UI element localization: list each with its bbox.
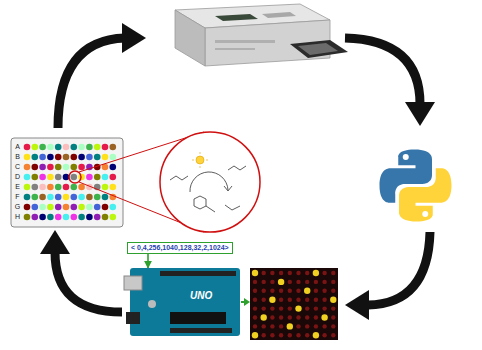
zoom-callout (69, 132, 260, 232)
row-letter: C (13, 163, 22, 171)
python-logo (380, 150, 452, 222)
serial-wire (241, 298, 250, 306)
row-letter: B (13, 153, 22, 161)
led-matrix (250, 268, 338, 340)
row-letter: D (13, 173, 22, 181)
board-label: UNO (190, 290, 212, 301)
data-flow-arrow (147, 254, 149, 268)
row-letter: E (13, 183, 22, 191)
row-letter: F (13, 193, 22, 201)
board-details (130, 268, 240, 336)
plate-reader (175, 4, 348, 66)
serial-data: < 0,4,256,1040,128,32,2,1024> (131, 244, 229, 252)
serial-data-box: < 0,4,256,1040,128,32,2,1024> (127, 242, 233, 254)
cycle-arrows (55, 38, 430, 312)
row-letter: G (13, 203, 22, 211)
well-plate (11, 138, 123, 227)
row-letter: H (13, 213, 22, 221)
arduino-board: UNO (130, 268, 240, 336)
row-letter: A (13, 143, 22, 151)
